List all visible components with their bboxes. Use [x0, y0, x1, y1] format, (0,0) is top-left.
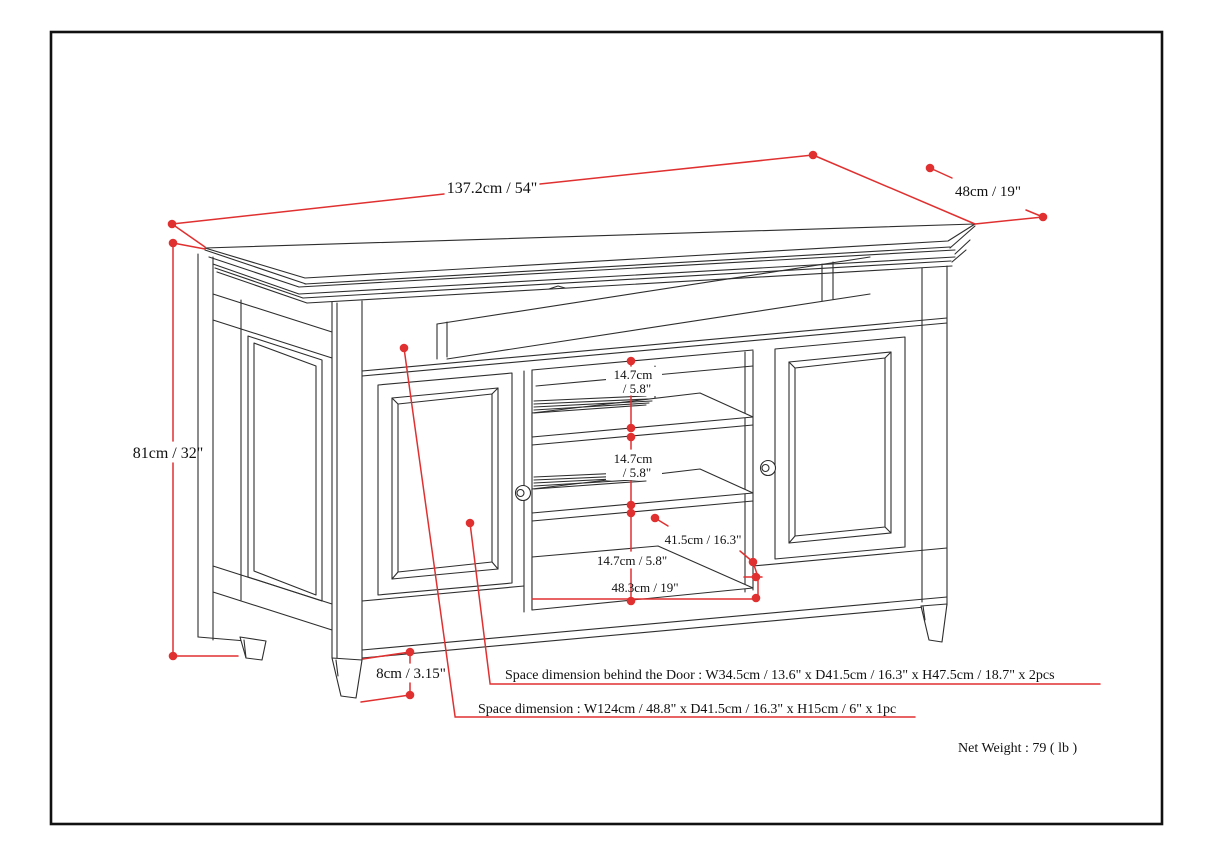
right-door: [774, 336, 906, 560]
middle-shelf-gap-label-line1: 14.7cm: [614, 451, 653, 466]
tabletop: [204, 223, 976, 304]
center-compartment: [523, 349, 754, 613]
furniture-line-art: [197, 223, 976, 699]
door-knob-left: [514, 484, 532, 502]
dimension-lines: [167, 150, 1101, 718]
upper-shelf-gap-label-line2: / 5.8": [623, 381, 651, 396]
height-dimension: [168, 238, 239, 661]
left-door: [377, 372, 513, 596]
shelf-upper-grooves: [533, 395, 653, 414]
left-side-panel: [197, 253, 333, 661]
depth-dimension: [812, 154, 1048, 225]
width-dimension-label: 137.2cm / 54": [447, 180, 538, 197]
open-space-annotation: Space dimension : W124cm / 48.8" x D41.5…: [478, 702, 896, 717]
interior-width-label: 48.3cm / 19": [611, 580, 678, 595]
label-masks: [596, 367, 744, 594]
height-dimension-label: 81cm / 32": [133, 445, 204, 462]
interior-depth-dimension: [650, 513, 763, 603]
dimension-labels: 137.2cm / 54" 48cm / 19" 81cm / 32" 8cm …: [133, 180, 1021, 682]
leg-height-dimension-label: 8cm / 3.15": [376, 666, 446, 682]
net-weight-label: Net Weight : 79 ( lb ): [958, 741, 1077, 756]
compartment-floor: [531, 545, 754, 611]
front-left-post: [331, 300, 363, 661]
upper-shelf-gap-label-line1: 14.7cm: [614, 367, 653, 382]
shelf-upper: [531, 392, 754, 438]
annotation-labels: Space dimension behind the Door : W34.5c…: [478, 668, 1077, 756]
width-dimension: [167, 150, 818, 248]
front-face-rails: [361, 317, 948, 659]
behind-door-leader: [465, 518, 1101, 685]
depth-dimension-label: 48cm / 19": [955, 184, 1021, 200]
behind-door-annotation: Space dimension behind the Door : W34.5c…: [505, 668, 1055, 683]
middle-shelf-gap-label-line2: / 5.8": [623, 465, 651, 480]
leg-height-dimension: [360, 647, 415, 703]
open-top-shelf: [436, 256, 871, 360]
lower-gap-label: 14.7cm / 5.8": [597, 553, 667, 568]
door-knob-right: [759, 459, 777, 477]
open-space-leader: [399, 343, 916, 718]
legs: [331, 603, 948, 699]
interior-depth-label: 41.5cm / 16.3": [665, 532, 742, 547]
shelf-lower: [531, 468, 754, 514]
